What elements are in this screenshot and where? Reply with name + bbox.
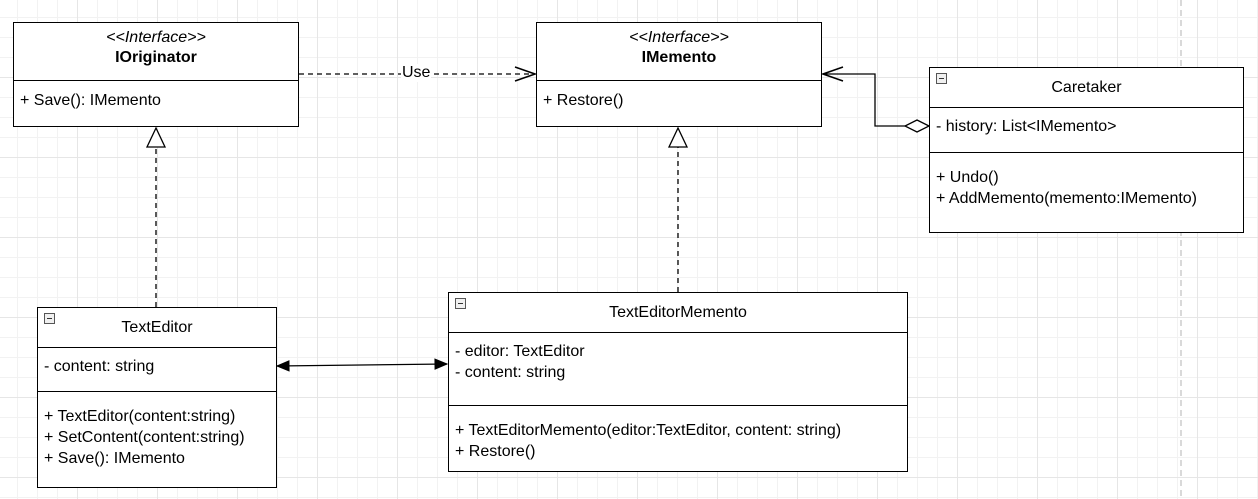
imemento-realization-arrowhead — [667, 126, 689, 148]
collapse-icon[interactable] — [44, 313, 55, 324]
imemento-name: IMemento — [641, 49, 717, 66]
caretaker-name: Caretaker — [1051, 79, 1122, 96]
texteditormemento-name: TextEditorMemento — [609, 304, 747, 321]
texteditormemento-method-constructor: + TextEditorMemento(editor:TextEditor, c… — [455, 422, 842, 439]
caretaker-aggregation-line — [823, 74, 905, 127]
texteditormemento-attribute-content: - content: string — [455, 364, 566, 381]
texteditormemento-attribute-editor: - editor: TextEditor — [455, 343, 585, 360]
bidirectional-association-line — [277, 364, 447, 366]
imemento-header: <<Interface>> IMemento — [537, 23, 821, 80]
imemento-method: + Restore() — [543, 92, 624, 109]
imemento-interface[interactable]: <<Interface>> IMemento + Restore() — [536, 22, 822, 127]
ioriginator-interface[interactable]: <<Interface>> IOriginator + Save(): IMem… — [13, 22, 299, 127]
caretaker-attribute: - history: List<IMemento> — [936, 118, 1117, 135]
imemento-stereotype: <<Interface>> — [629, 29, 729, 46]
texteditor-method-setcontent: + SetContent(content:string) — [44, 429, 245, 446]
caretaker-method-undo: + Undo() — [936, 169, 999, 186]
caretaker-class[interactable]: Caretaker - history: List<IMemento> + Un… — [929, 67, 1244, 233]
ioriginator-method: + Save(): IMemento — [20, 92, 161, 109]
caretaker-method-addmemento: + AddMemento(memento:IMemento) — [936, 190, 1198, 207]
texteditormemento-methods: + TextEditorMemento(editor:TextEditor, c… — [449, 405, 907, 465]
ioriginator-header: <<Interface>> IOriginator — [14, 23, 298, 80]
texteditor-method-constructor: + TextEditor(content:string) — [44, 408, 236, 425]
aggregation-diamond — [903, 119, 931, 133]
collapse-icon[interactable] — [936, 73, 947, 84]
texteditor-attributes: - content: string — [38, 347, 276, 391]
texteditor-attribute: - content: string — [44, 358, 155, 375]
texteditormemento-header: TextEditorMemento — [449, 293, 907, 332]
texteditor-header: TextEditor — [38, 308, 276, 347]
texteditormemento-attributes: - editor: TextEditor - content: string — [449, 332, 907, 405]
texteditormemento-method-restore: + Restore() — [455, 443, 536, 460]
caretaker-header: Caretaker — [930, 68, 1243, 107]
texteditor-class[interactable]: TextEditor - content: string + TextEdito… — [37, 307, 277, 488]
collapse-icon[interactable] — [455, 298, 466, 309]
ioriginator-realization-arrowhead — [145, 126, 167, 148]
texteditormemento-class[interactable]: TextEditorMemento - editor: TextEditor -… — [448, 292, 908, 472]
caretaker-attributes: - history: List<IMemento> — [930, 107, 1243, 152]
texteditor-name: TextEditor — [121, 319, 193, 336]
ioriginator-name: IOriginator — [115, 49, 197, 66]
imemento-methods: + Restore() — [537, 80, 821, 114]
texteditor-methods: + TextEditor(content:string) + SetConten… — [38, 391, 276, 472]
caretaker-methods: + Undo() + AddMemento(memento:IMemento) — [930, 152, 1243, 212]
texteditor-method-save: + Save(): IMemento — [44, 450, 185, 467]
use-label: Use — [401, 64, 432, 82]
ioriginator-stereotype: <<Interface>> — [106, 29, 206, 46]
ioriginator-methods: + Save(): IMemento — [14, 80, 298, 114]
